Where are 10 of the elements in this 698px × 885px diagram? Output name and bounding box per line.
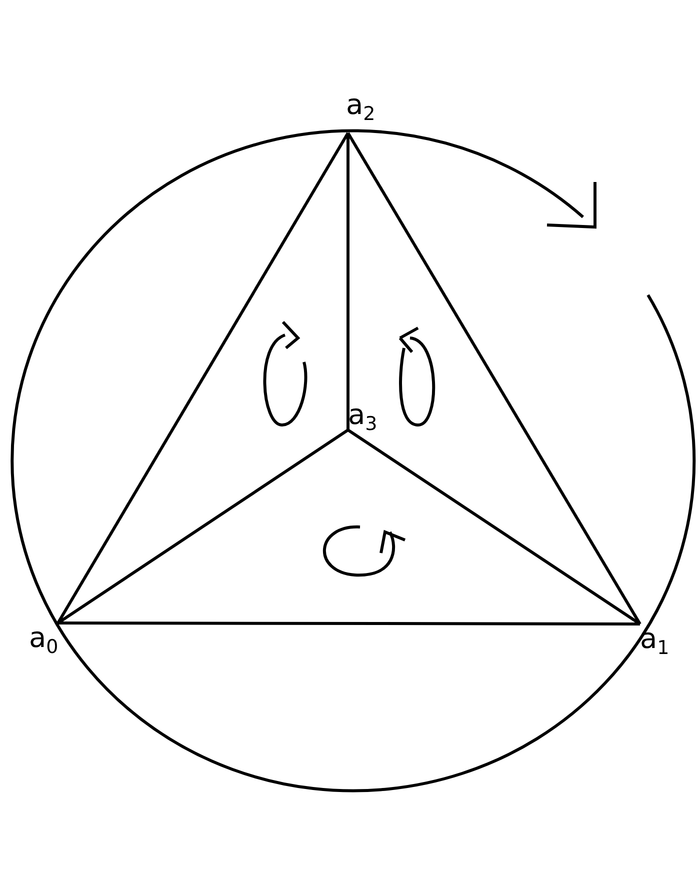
- triangle-edge: [58, 622, 640, 626]
- triangle-edge: [57, 428, 349, 624]
- vertex-label: a$_{1}$: [640, 624, 670, 654]
- triangle-edge: [347, 428, 641, 626]
- triangle-edge: [346, 133, 350, 430]
- triangle-edge: [56, 132, 350, 624]
- vertex-label: a$_{0}$: [29, 623, 58, 653]
- vertex-label: a$_{3}$: [348, 400, 378, 430]
- triangle-edge: [346, 132, 642, 625]
- vertex-label: a$_{2}$: [346, 90, 376, 120]
